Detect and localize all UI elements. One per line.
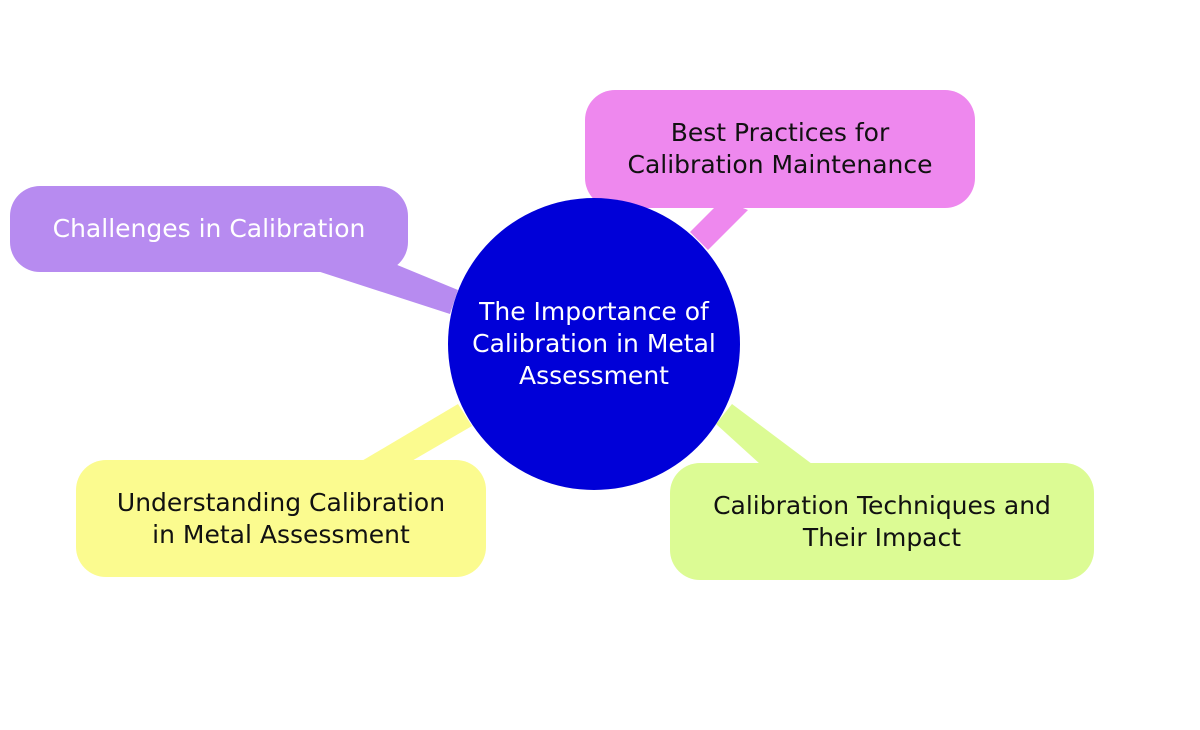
connector-best-practices [690,200,748,250]
branch-node-understanding: Understanding Calibration in Metal Asses… [76,460,486,577]
branch-label-best-practices: Best Practices for Calibration Maintenan… [627,118,933,179]
connector-understanding [360,404,472,462]
central-topic-label: The Importance of Calibration in Metal A… [472,297,716,390]
branch-node-techniques: Calibration Techniques and Their Impact [670,463,1094,580]
connector-techniques [716,404,812,464]
branch-label-understanding: Understanding Calibration in Metal Asses… [116,487,446,549]
branch-node-challenges: Challenges in Calibration [10,186,408,272]
central-topic-node: The Importance of Calibration in Metal A… [448,198,740,490]
branch-label-challenges: Challenges in Calibration [52,214,366,243]
connector-challenges [308,262,458,314]
branch-node-best-practices: Best Practices for Calibration Maintenan… [585,90,975,208]
branch-label-techniques: Calibration Techniques and Their Impact [713,490,1051,552]
